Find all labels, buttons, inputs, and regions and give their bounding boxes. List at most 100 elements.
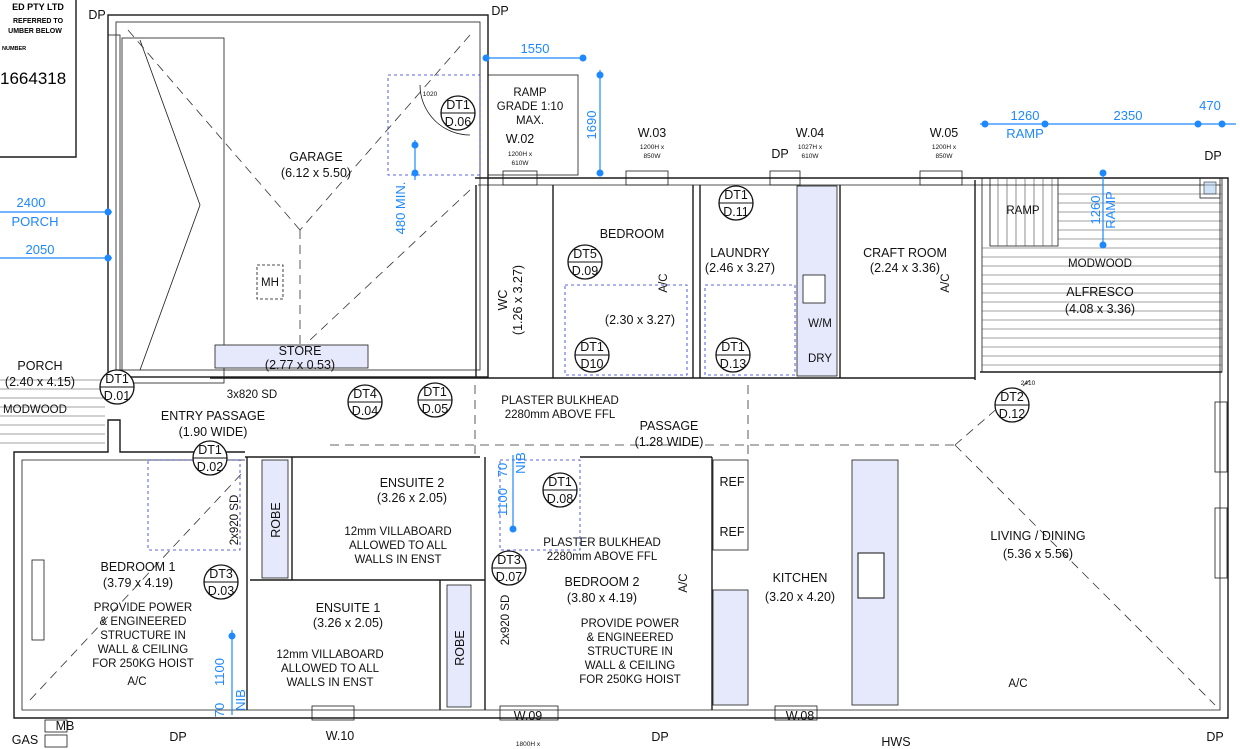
door-tag-type: DT1: [105, 372, 129, 386]
window-size: 850W: [936, 153, 954, 160]
door-tag-type: DT1: [548, 475, 572, 489]
craft-room-size: (2.24 x 3.36): [870, 261, 940, 275]
dim-1550: 1550: [521, 41, 550, 56]
hoist-note: FOR 250KG HOIST: [92, 658, 194, 670]
setout-lines: [29, 284, 1216, 706]
dim-porch-label: PORCH: [12, 214, 59, 229]
laundry-tub-icon: [802, 274, 826, 304]
kitchen-bench: [712, 589, 749, 706]
ensuite1-size: (3.26 x 2.05): [313, 616, 383, 630]
fridge-label: REF: [720, 475, 745, 489]
living-dining-name: LIVING / DINING: [990, 529, 1085, 543]
ramp-note-2: GRADE 1:10: [497, 101, 563, 113]
villaboard-note: WALLS IN ENST: [286, 677, 373, 689]
ensuite2-name: ENSUITE 2: [380, 476, 445, 490]
door-width: 1020: [423, 91, 438, 98]
meter-box-icon: [44, 719, 68, 733]
door-tag-ref: D10: [581, 357, 604, 371]
ensuite1-name: ENSUITE 1: [316, 601, 381, 615]
robe-ensuite2: [261, 459, 289, 579]
sink-icon: [857, 552, 885, 599]
dim-nib: NIB: [513, 452, 528, 474]
door-tag-type: DT1: [198, 443, 222, 457]
window-size: 1800H x: [516, 741, 541, 748]
entry-passage-size: (1.90 WIDE): [179, 425, 248, 439]
door-tag-ref: D.12: [999, 407, 1025, 421]
title-block: ED PTY LTD REFERRED TO UMBER BELOW NUMBE…: [0, 0, 77, 158]
bedroom1-size: (3.79 x 4.19): [103, 576, 173, 590]
window-id: W.10: [326, 729, 355, 743]
hoist-note: & ENGINEERED: [100, 616, 187, 628]
door-tag-ref: D.13: [720, 357, 746, 371]
dim-2050: 2050: [26, 242, 55, 257]
door-tag-type: DT1: [446, 98, 470, 112]
meter-box-label: MB: [56, 719, 75, 733]
window-size: 1200H x: [932, 144, 957, 151]
window-size: 850W: [644, 153, 662, 160]
dim-ramp-label: RAMP: [1006, 126, 1044, 141]
title-line-1: REFERRED TO: [13, 18, 64, 25]
porch-name: PORCH: [17, 359, 62, 373]
door-tag-type: DT1: [724, 188, 748, 202]
hoist-note: WALL & CEILING: [585, 660, 676, 672]
door-tag-type: DT3: [209, 567, 233, 581]
sliding-door-label: 2x920 SD: [229, 495, 241, 546]
bedroom2-name: BEDROOM 2: [564, 575, 639, 589]
manhole: [256, 264, 284, 300]
downpipe-label: DP: [1206, 730, 1223, 744]
dim-1100-b: 1100: [212, 658, 227, 686]
alfresco-material: MODWOOD: [1068, 258, 1132, 270]
bulkhead-note-1: PLASTER BULKHEAD: [543, 537, 661, 549]
laundry-name: LAUNDRY: [710, 246, 770, 260]
window-size: 610W: [512, 160, 530, 167]
window-id: W.08: [786, 709, 815, 723]
dim-ramp-1260: 1260: [1088, 196, 1103, 225]
bedroom-size: (2.30 x 3.27): [605, 313, 675, 327]
bulkhead-note-2: 2280mm ABOVE FFL: [547, 551, 658, 563]
door-tag-ref: D.07: [496, 570, 522, 584]
ac-label: A/C: [940, 273, 952, 292]
door-tags: DT1D.06DT5D.09DT1D10DT1D.11DT1D.13DT1D.0…: [99, 95, 1030, 600]
bulkhead-note-2: 2280mm ABOVE FFL: [505, 409, 616, 421]
ramp-note-1: RAMP: [513, 87, 547, 99]
dim-1100: 1100: [495, 488, 510, 516]
dim-480-min: 480 MIN.: [393, 182, 408, 235]
store-size: (2.77 x 0.53): [265, 358, 335, 372]
living-dining-size: (5.36 x 5.56): [1003, 547, 1073, 561]
sliding-door-label: 3x820 SD: [227, 389, 278, 401]
store-name: STORE: [279, 344, 322, 358]
door-tag-type: DT1: [423, 385, 447, 399]
porch-material: MODWOOD: [3, 404, 67, 416]
door-tag-type: DT3: [497, 553, 521, 567]
porch-size: (2.40 x 4.15): [5, 375, 75, 389]
window-markers: [31, 170, 1228, 721]
robe-label: ROBE: [453, 630, 467, 665]
dim-2400: 2400: [17, 195, 46, 210]
kitchen-name: KITCHEN: [773, 571, 828, 585]
number-label: NUMBER: [2, 46, 26, 52]
title-line-2: UMBER BELOW: [8, 28, 62, 35]
door-tag-ref: D.03: [208, 584, 234, 598]
door-tag-ref: D.06: [445, 115, 471, 129]
door-tag-ref: D.02: [197, 460, 223, 474]
alfresco-deck: [0, 177, 1223, 444]
robe-ensuite1: [446, 584, 472, 708]
door-tag-type: DT1: [721, 340, 745, 354]
downpipe-label: DP: [169, 730, 186, 744]
door-tag-ref: D.09: [572, 264, 598, 278]
fridge-label: REF: [720, 525, 745, 539]
door-tag-ref: D.04: [352, 404, 378, 418]
ac-label: A/C: [658, 273, 670, 292]
alfresco-name: ALFRESCO: [1066, 285, 1134, 299]
alfresco-size: (4.08 x 3.36): [1065, 302, 1135, 316]
job-number: 1664318: [0, 69, 66, 88]
downpipe-label: DP: [491, 4, 508, 18]
dim-ramp-vertical-label: RAMP: [1103, 191, 1118, 229]
ac-label: A/C: [678, 573, 690, 592]
